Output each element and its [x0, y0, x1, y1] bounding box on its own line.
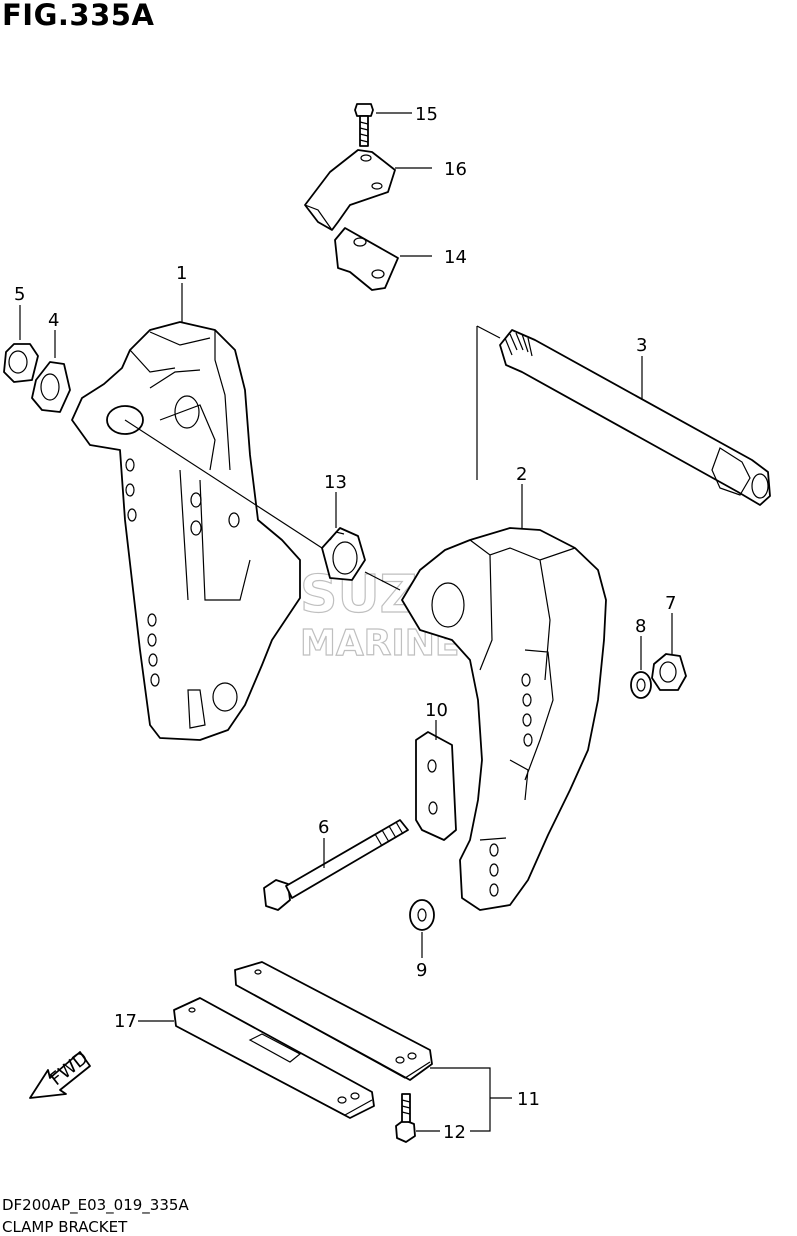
part-7-nut[interactable]: [651, 613, 687, 691]
part-12-screw[interactable]: [395, 1093, 440, 1143]
part-14-plate[interactable]: [334, 227, 432, 291]
callout-11: 11: [517, 1089, 540, 1110]
part-11-pad[interactable]: [234, 961, 433, 1081]
shaft-axis-lines: [124, 325, 501, 591]
callout-2: 2: [516, 464, 527, 485]
callout-8: 8: [635, 616, 646, 637]
part-4-washer[interactable]: [31, 330, 71, 413]
part-16-cover[interactable]: [304, 149, 432, 231]
part-6-bolt[interactable]: [263, 819, 409, 911]
callout-14: 14: [444, 247, 467, 268]
figure-title: FIG.335A: [2, 0, 155, 32]
part-3-tilt-shaft[interactable]: [499, 329, 771, 506]
part-5-nut[interactable]: [3, 305, 39, 383]
callout-13: 13: [324, 472, 347, 493]
callout-4: 4: [48, 310, 59, 331]
part-15-bolt[interactable]: [354, 103, 412, 147]
part-9-washer[interactable]: [409, 899, 435, 958]
callout-6: 6: [318, 817, 329, 838]
callout-17: 17: [114, 1011, 137, 1032]
callout-numbers: 15 16 14 1 5 4 3 2 13 7 8 10 6 9 17 11 1…: [14, 104, 676, 1143]
callout-9: 9: [416, 960, 427, 981]
part-8-washer[interactable]: [630, 636, 652, 699]
part-10-plate[interactable]: [415, 720, 457, 841]
callout-16: 16: [444, 159, 467, 180]
part-2-clamp-bracket-right[interactable]: [401, 484, 607, 911]
callout-15: 15: [415, 104, 438, 125]
part-13-bushing[interactable]: [321, 492, 366, 581]
drawing-name: CLAMP BRACKET: [2, 1218, 128, 1236]
fwd-arrow-icon: FWD: [29, 1048, 92, 1099]
callout-1: 1: [176, 263, 187, 284]
drawing-code: DF200AP_E03_019_335A: [2, 1196, 189, 1214]
callout-5: 5: [14, 284, 25, 305]
callout-7: 7: [665, 593, 676, 614]
leader-11-bracket: [430, 1067, 512, 1132]
callout-12: 12: [443, 1122, 466, 1143]
part-17-pad[interactable]: [138, 997, 375, 1119]
callout-3: 3: [636, 335, 647, 356]
callout-10: 10: [425, 700, 448, 721]
